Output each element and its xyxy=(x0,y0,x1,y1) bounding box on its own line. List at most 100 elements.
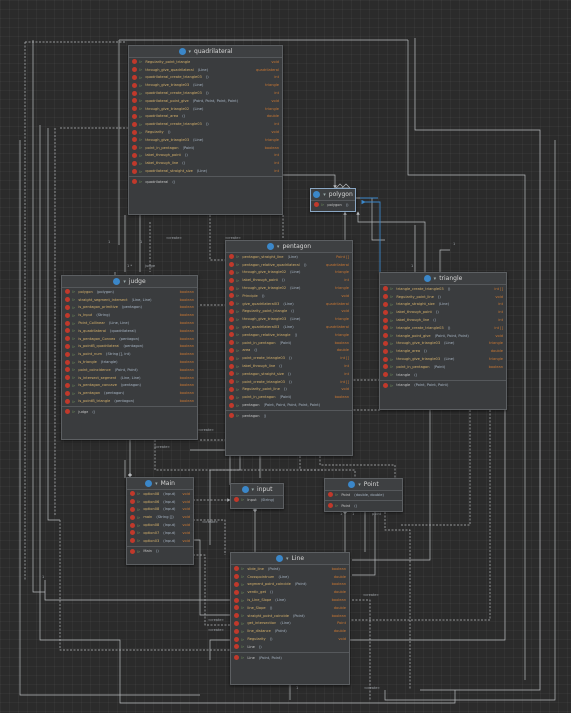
class-header[interactable]: ▾Point xyxy=(325,479,402,491)
member-row[interactable]: ⊳through_give_triangle02(Line)triangle xyxy=(129,105,282,113)
member-row[interactable]: ⊳triangle_point_give(Point, Point, Point… xyxy=(380,332,506,340)
collapse-caret-icon[interactable]: ▾ xyxy=(323,191,326,198)
member-row[interactable]: ⊳through_give_quadrilateral(Line)quadril… xyxy=(129,66,282,74)
member-row[interactable]: ⊳judge() xyxy=(62,408,197,416)
member-row[interactable]: ⊳is_Input(String)boolean xyxy=(62,311,197,319)
member-row[interactable]: ⊳straight_segment_intersect(Line, Line)b… xyxy=(62,296,197,304)
member-row[interactable]: ⊳Point() xyxy=(325,502,402,510)
member-row[interactable]: ⊳option07(Input)void xyxy=(127,529,193,537)
member-row[interactable]: ⊳point_in_pentagon(Point)boolean xyxy=(129,144,282,152)
member-row[interactable]: ⊳quadrilateral_straight_size(Line)int xyxy=(129,167,282,175)
class-header[interactable]: ▾Main xyxy=(127,478,193,490)
class-pentagon[interactable]: ▾pentagon⊳pentagon_straight_line(Line)Po… xyxy=(225,240,353,456)
member-row[interactable]: ⊳segment_point_coincide(Point)boolean xyxy=(231,581,349,589)
member-row[interactable]: ⊳pentagon_straight_size()int xyxy=(226,370,352,378)
member-row[interactable]: ⊳triangle_area()double xyxy=(380,347,506,355)
member-row[interactable]: ⊳through_give_triangle03(Line)triangle xyxy=(380,340,506,348)
class-header[interactable]: ▾polygon xyxy=(311,189,355,201)
member-row[interactable]: ⊳through_give_triangle03(Line)triangle xyxy=(226,315,352,323)
class-header[interactable]: ▾judge xyxy=(62,276,197,288)
class-point[interactable]: ▾Point⊳Point(double, double)⊳Point() xyxy=(324,478,403,512)
member-row[interactable]: ⊳quadrilateral_area()double xyxy=(129,113,282,121)
collapse-caret-icon[interactable]: ▾ xyxy=(155,480,158,487)
class-triangle[interactable]: ▾triangle⊳triangle_create_triangle03()in… xyxy=(379,272,507,410)
member-row[interactable]: ⊳pentagon(Point, Point, Point, Point, Po… xyxy=(226,401,352,409)
member-row[interactable]: ⊳is_pentagon_Convex(pentagon)boolean xyxy=(62,335,197,343)
member-row[interactable]: ⊳label_through_point()int xyxy=(380,308,506,316)
member-row[interactable]: ⊳through_give_triangle03(Line)triangle xyxy=(380,355,506,363)
member-row[interactable]: ⊳slide_line(Point)boolean xyxy=(231,565,349,573)
member-row[interactable]: ⊳is_Line_Slope(Line)boolean xyxy=(231,596,349,604)
member-row[interactable]: ⊳Main() xyxy=(127,548,193,556)
member-row[interactable]: ⊳point_in_pentagon(Point)boolean xyxy=(380,363,506,371)
member-row[interactable]: ⊳quadrilateral() xyxy=(129,178,282,186)
member-row[interactable]: ⊳option08(Input)void xyxy=(127,521,193,529)
member-row[interactable]: ⊳line_distance(Point)double xyxy=(231,627,349,635)
member-row[interactable]: ⊳line_Slope()double xyxy=(231,604,349,612)
member-row[interactable]: ⊳is_pentagon_primitive(pentagon)boolean xyxy=(62,304,197,312)
member-row[interactable]: ⊳main(String [])void xyxy=(127,513,193,521)
member-row[interactable]: ⊳Regularity_point_line()void xyxy=(226,386,352,394)
member-row[interactable]: ⊳through_give_triangle03(Line)triangle xyxy=(129,81,282,89)
member-row[interactable]: ⊳point_in_pentagon(Point)boolean xyxy=(226,393,352,401)
member-row[interactable]: ⊳label_through_line()int xyxy=(226,362,352,370)
member-row[interactable]: ⊳triangle_straight_size(Line)int xyxy=(380,301,506,309)
collapse-caret-icon[interactable]: ▾ xyxy=(251,486,255,493)
member-row[interactable]: ⊳polygon(polygon)boolean xyxy=(62,288,197,296)
member-row[interactable]: ⊳through_give_triangle02(Line)triangle xyxy=(226,284,352,292)
member-row[interactable]: ⊳area()double xyxy=(226,347,352,355)
collapse-caret-icon[interactable]: ▾ xyxy=(285,555,289,562)
member-row[interactable]: ⊳polygon() xyxy=(311,201,355,209)
member-row[interactable]: ⊳Input(String) xyxy=(231,496,283,504)
member-row[interactable]: ⊳label_through_line()int xyxy=(380,316,506,324)
member-row[interactable]: ⊳is_pentagon_concave(pentagon)boolean xyxy=(62,382,197,390)
class-header[interactable]: ▾pentagon xyxy=(226,241,352,253)
member-row[interactable]: ⊳Crosspointnum(Line)double xyxy=(231,573,349,581)
member-row[interactable]: ⊳verdic_get()double xyxy=(231,588,349,596)
member-row[interactable]: ⊳is_intersect_segment(Line, Line)boolean xyxy=(62,374,197,382)
member-row[interactable]: ⊳is_quadrilateral(quadrilateral)boolean xyxy=(62,327,197,335)
member-row[interactable]: ⊳label_through_point()int xyxy=(226,276,352,284)
member-row[interactable]: ⊳option06(Input)void xyxy=(127,498,193,506)
member-row[interactable]: ⊳pentagon_relative_triangle()triangle xyxy=(226,331,352,339)
member-row[interactable]: ⊳quadrilateral_create_triangle03()int xyxy=(129,89,282,97)
member-row[interactable]: ⊳quadrilateral_create_triangle03()int xyxy=(129,120,282,128)
member-row[interactable]: ⊳Regularity_point_line()void xyxy=(380,293,506,301)
member-row[interactable]: ⊳through_give_triangle02(Line)triangle xyxy=(226,269,352,277)
member-row[interactable]: ⊳point_create_triangle03()int [] xyxy=(226,378,352,386)
member-row[interactable]: ⊳label_through_point()int xyxy=(129,152,282,160)
member-row[interactable]: ⊳pentagon_relative_quadrilateral()quadri… xyxy=(226,261,352,269)
member-row[interactable]: ⊳Principle()void xyxy=(226,292,352,300)
member-row[interactable]: ⊳is_triangle(triangle)boolean xyxy=(62,358,197,366)
class-input[interactable]: ▾input⊳Input(String) xyxy=(230,483,284,509)
member-row[interactable]: ⊳quadrilateral_create_triangle03()int xyxy=(129,74,282,82)
member-row[interactable]: ⊳Line() xyxy=(231,643,349,651)
collapse-caret-icon[interactable]: ▾ xyxy=(433,275,437,282)
collapse-caret-icon[interactable]: ▾ xyxy=(188,48,192,55)
member-row[interactable]: ⊳Point_Collinear(Line, Line)boolean xyxy=(62,319,197,327)
member-row[interactable]: ⊳triangle() xyxy=(380,371,506,379)
member-row[interactable]: ⊳is_point_num(String [], int)boolean xyxy=(62,350,197,358)
class-polygon[interactable]: ▾polygon⊳polygon() xyxy=(310,188,356,212)
member-row[interactable]: ⊳option08(Input)void xyxy=(127,506,193,514)
member-row[interactable]: ⊳label_through_line()int xyxy=(129,159,282,167)
class-header[interactable]: ▾input xyxy=(231,484,283,496)
member-row[interactable]: ⊳pentagon() xyxy=(226,412,352,420)
class-header[interactable]: ▾quadrilateral xyxy=(129,46,282,58)
member-row[interactable]: ⊳point_in_pentagon(Point)boolean xyxy=(226,339,352,347)
class-judge[interactable]: ▾judge⊳polygon(polygon)boolean⊳straight_… xyxy=(61,275,198,440)
member-row[interactable]: ⊳triangle_create_triangle03()int [] xyxy=(380,285,506,293)
class-main[interactable]: ▾Main⊳option08(Input)void⊳option06(Input… xyxy=(126,477,194,565)
member-row[interactable]: ⊳Regularity_point_triangle()void xyxy=(226,308,352,316)
class-quadrilateral[interactable]: ▾quadrilateral⊳Regularity_point_triangle… xyxy=(128,45,283,215)
collapse-caret-icon[interactable]: ▾ xyxy=(358,481,361,488)
member-row[interactable]: ⊳option08(Input)void xyxy=(127,490,193,498)
member-row[interactable]: ⊳triangle_create_triangle03()int [] xyxy=(380,324,506,332)
member-row[interactable]: ⊳through_give_triangle03(Line)triangle xyxy=(129,136,282,144)
collapse-caret-icon[interactable]: ▾ xyxy=(276,243,280,250)
member-row[interactable]: ⊳give_quadrilateral03(Line)quadrilateral xyxy=(226,323,352,331)
class-line[interactable]: ▾Line⊳slide_line(Point)boolean⊳Crosspoin… xyxy=(230,552,350,685)
member-row[interactable]: ⊳Line(Point, Point) xyxy=(231,654,349,662)
member-row[interactable]: ⊳triangle(Point, Point, Point) xyxy=(380,382,506,390)
